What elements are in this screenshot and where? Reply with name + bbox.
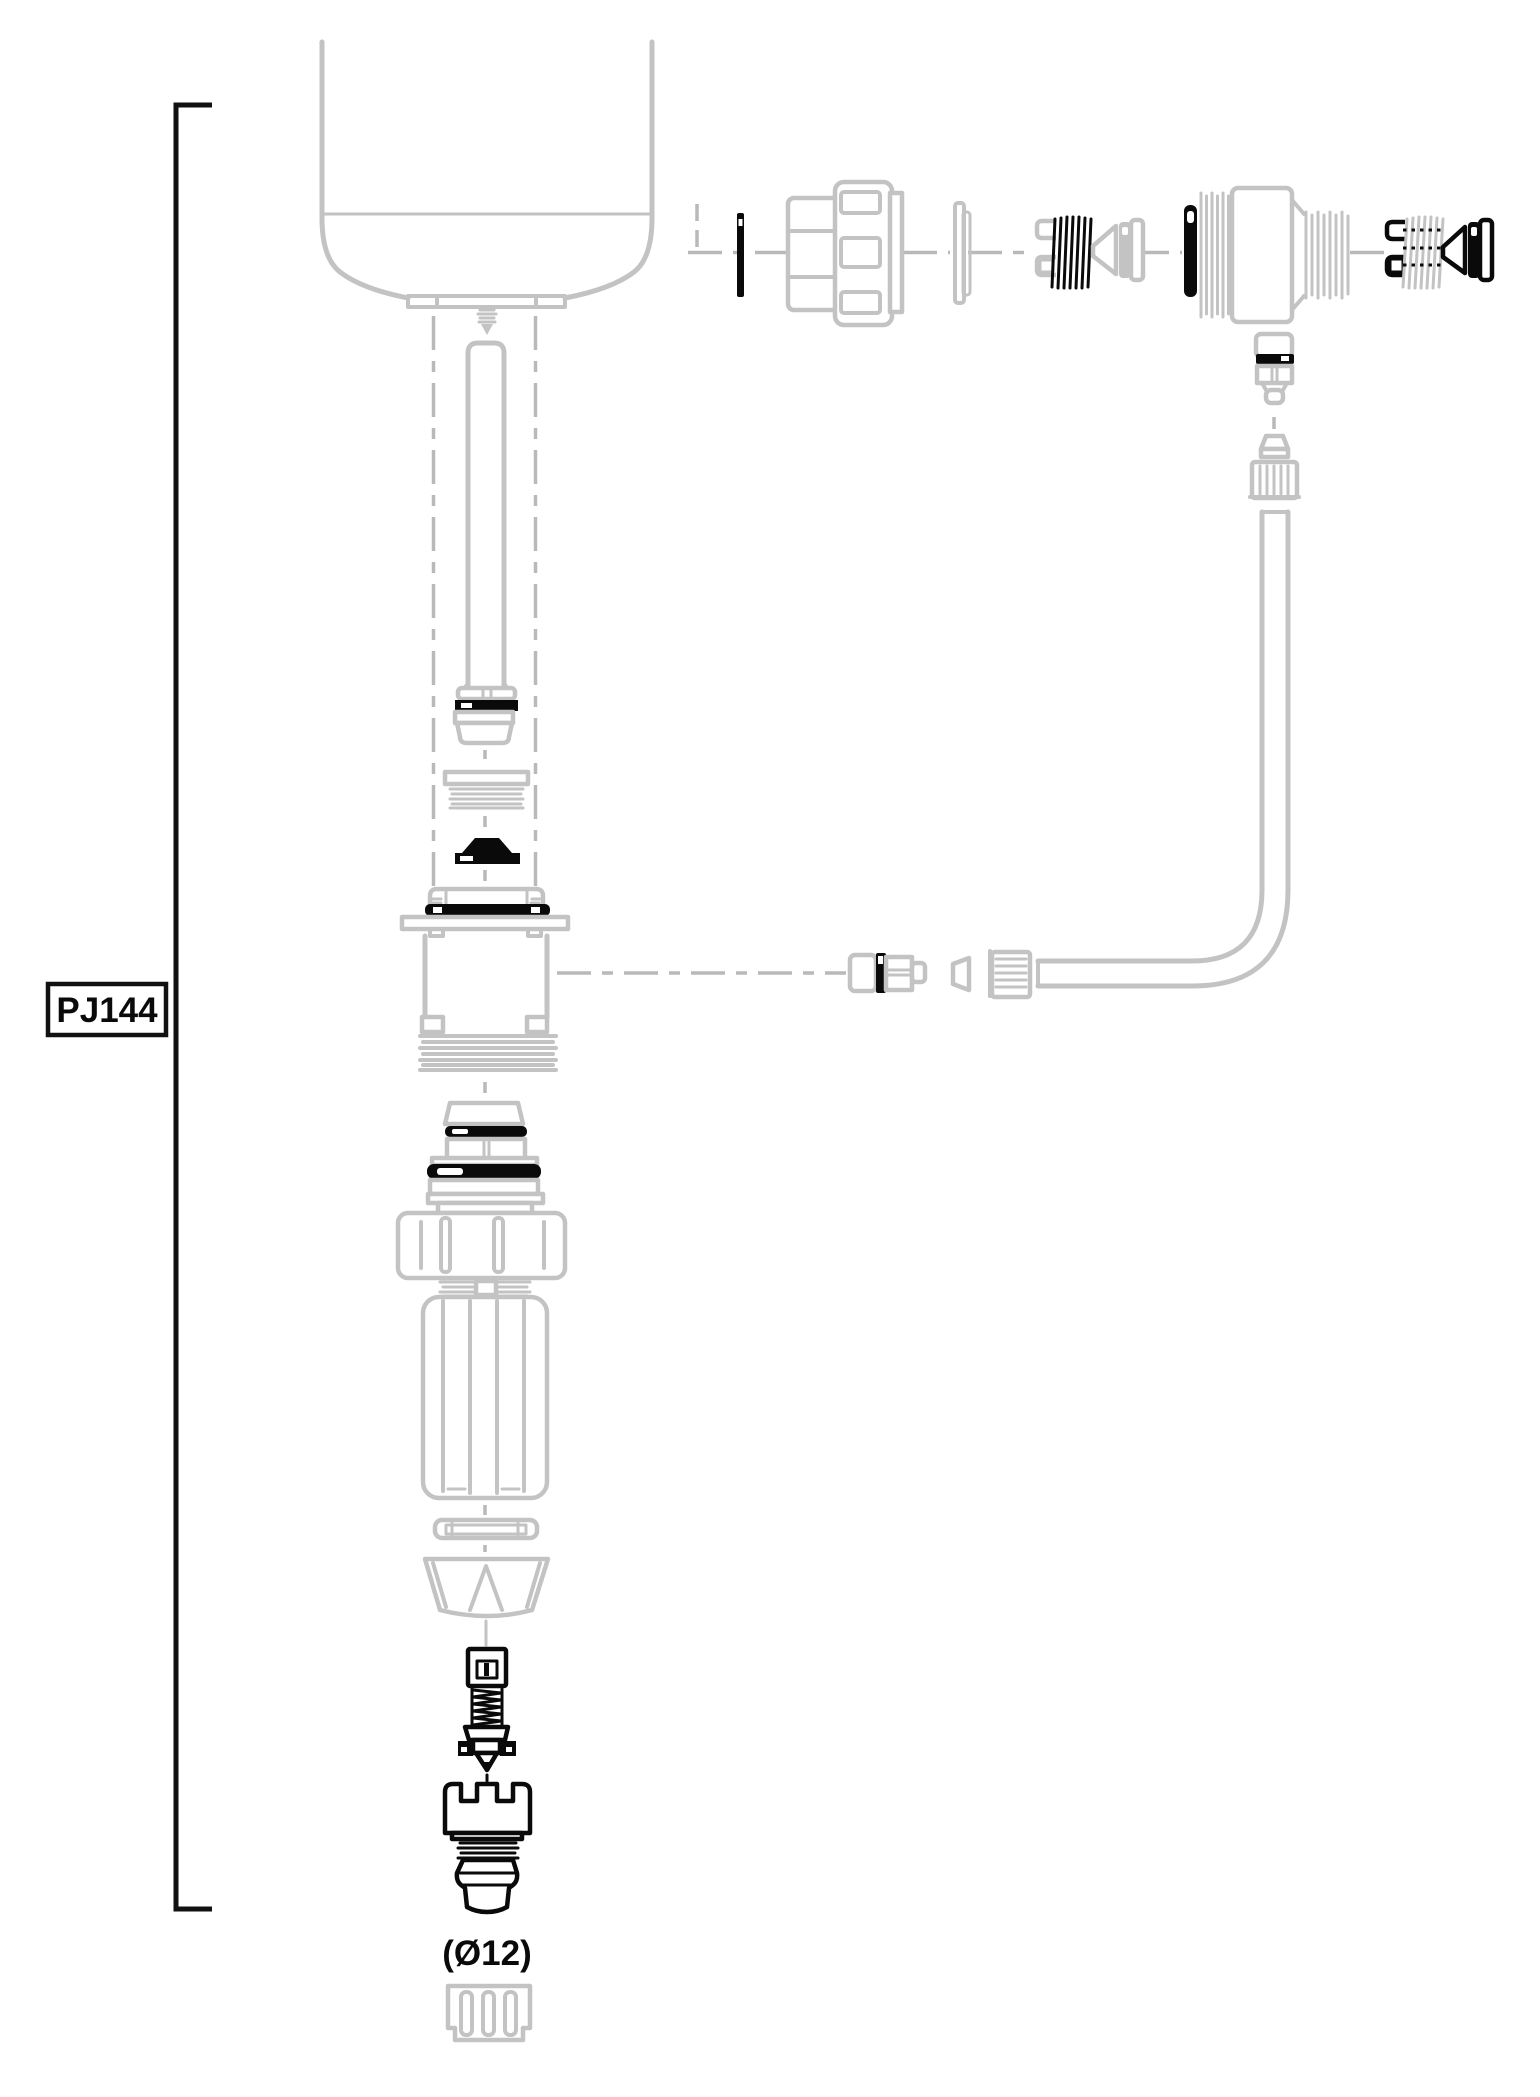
pj144-label: PJ144	[45, 981, 169, 1038]
cap-nut	[785, 179, 905, 328]
oring-large	[427, 1164, 541, 1179]
hose-end-cap	[445, 1983, 533, 2043]
connector-nut	[442, 1781, 533, 1836]
spring-assembly-discharge	[1384, 215, 1495, 290]
body-oring	[1184, 205, 1197, 297]
cartridge-collar	[462, 1724, 511, 1743]
cartridge-spring	[470, 1687, 504, 1728]
head-oring-bar	[425, 904, 550, 916]
connector-nut-lip	[449, 1830, 525, 1842]
tube-end-ferrule	[950, 955, 972, 993]
valve-diaphragm	[455, 838, 520, 864]
spring-clip-gray	[1034, 218, 1056, 241]
spring-assembly-suction	[1034, 215, 1146, 290]
nozzle-cone	[473, 1750, 500, 1773]
tank-bottom-flange	[406, 294, 567, 309]
valve-spring-gray	[1401, 215, 1445, 290]
hose-connector	[442, 1781, 533, 1915]
head-cap	[427, 886, 546, 906]
pj144-label-text: PJ144	[56, 991, 158, 1030]
valve-seal-gray	[1119, 222, 1131, 278]
tank-left-wall	[319, 39, 411, 301]
pj144-bracket	[173, 102, 212, 1912]
foot-valve-oring	[455, 700, 518, 711]
pj144-label-box	[45, 981, 169, 1038]
adapter-lip	[429, 1155, 540, 1168]
head-lug-left	[419, 1014, 446, 1035]
adapter-block	[442, 1100, 526, 1127]
sealing-washer	[953, 201, 972, 305]
head-threads	[418, 1034, 558, 1072]
foot-valve	[442, 685, 531, 881]
threaded-neck	[438, 1278, 532, 1298]
foot-valve-cup	[454, 720, 515, 746]
head-lug-right	[524, 1014, 550, 1035]
discharge-tube	[1035, 509, 1291, 989]
compression-cup	[422, 1556, 551, 1619]
branch-tube-nut	[1248, 459, 1301, 501]
valve-seal-black	[1468, 222, 1480, 278]
washer-disc	[432, 1517, 540, 1541]
valve-funnel-gray	[1090, 223, 1119, 277]
valve-seat-black	[1477, 217, 1495, 283]
coupling-nut	[395, 1210, 568, 1281]
branch-compression-fitting	[1253, 331, 1295, 406]
tube-end-nut	[988, 949, 1033, 1000]
oring-small	[445, 1126, 527, 1137]
adapter-stack	[395, 1082, 568, 1647]
head-body	[422, 933, 550, 1020]
valve-housing-ribbed	[420, 1294, 550, 1501]
tank-outlet-nipple	[476, 308, 498, 335]
chemical-tank	[319, 39, 655, 335]
tank-right-wall	[562, 39, 655, 301]
injection-cartridge	[458, 1646, 516, 1783]
foot-valve-cap	[455, 685, 518, 702]
suction-tube	[461, 340, 511, 693]
connector-threads	[456, 1841, 520, 1860]
hose-size-label: (Ø12)	[442, 1934, 531, 1973]
head-flange-plate	[399, 914, 571, 932]
valve-seat-gray	[1128, 217, 1146, 283]
vertical-centerline-guides	[431, 316, 538, 886]
valve-spring-black	[1050, 215, 1093, 290]
branch-ferrule	[1258, 433, 1291, 460]
head-cap-assembly	[399, 886, 571, 1072]
valve-body	[1199, 185, 1350, 325]
threaded-seat	[442, 769, 531, 810]
valve-pin	[737, 213, 744, 297]
valve-funnel-black	[1440, 224, 1468, 276]
spring-clip-black	[1384, 219, 1405, 242]
head-valve-row	[557, 179, 1495, 1000]
tube-end-fitting	[847, 952, 928, 994]
